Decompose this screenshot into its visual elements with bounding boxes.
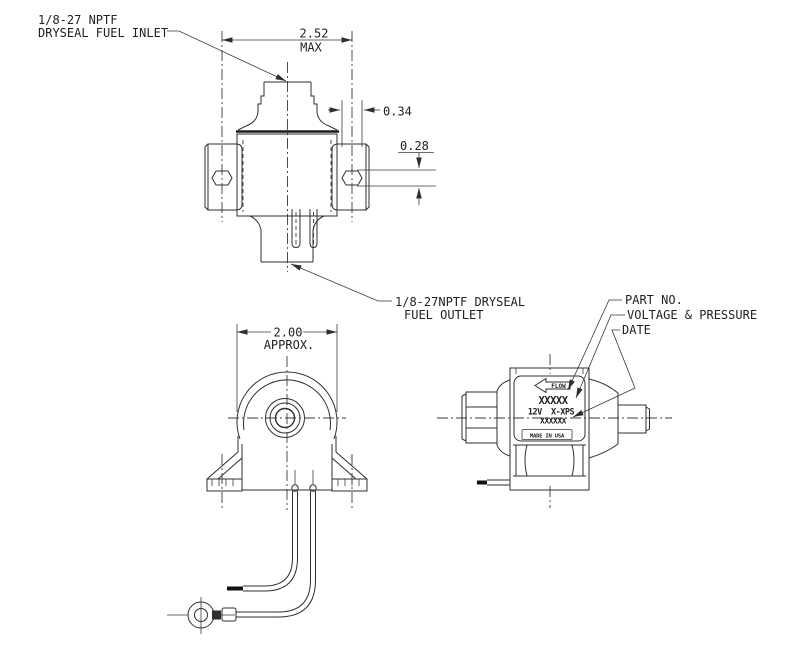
dim-028-value: 0.28 [400, 139, 429, 153]
side-right-fitting [588, 378, 650, 459]
side-left-fitting [461, 379, 511, 457]
part-no-label: PART NO. [625, 293, 683, 307]
inlet-fitting [236, 81, 339, 133]
dim-252-qualifier: MAX [300, 41, 322, 55]
pump-body-top [236, 133, 338, 217]
terminal-right [309, 484, 317, 492]
dim-034-value: 0.34 [383, 105, 412, 119]
outlet-fitting [249, 215, 325, 263]
inlet-label-line2: DRYSEAL FUEL INLET [38, 26, 168, 40]
nameplate-date-code: XXXXXX [540, 417, 567, 426]
dimension-terminal-width: 0.34 [328, 105, 412, 119]
wire-harness [167, 470, 317, 634]
dim-252-value: 2.52 [300, 27, 329, 41]
outlet-label-line1: 1/8-27NPTF DRYSEAL [395, 295, 525, 309]
nameplate-flow: FLOW [551, 383, 566, 390]
nameplate: FLOW XXXXX 12V X-XPS XXXXXX MADE IN USA [513, 375, 586, 442]
nameplate-part-number: XXXXX [538, 395, 568, 407]
date-leader [572, 329, 636, 418]
mounting-feet [206, 454, 368, 508]
left-foot-hatch [211, 479, 234, 486]
nameplate-origin: MADE IN USA [530, 434, 565, 440]
front-view: 2.00 APPROX. [167, 324, 368, 634]
dim-200-value: 2.00 [274, 326, 303, 340]
pump-body-side [509, 367, 590, 491]
side-wire [487, 479, 510, 486]
left-bracket [204, 143, 243, 211]
hex-facets-left [466, 406, 497, 429]
inlet-leader [167, 30, 287, 82]
right-foot-hatch [337, 479, 360, 486]
dim-200-qualifier: APPROX. [264, 338, 315, 352]
outlet-label-line2: FUEL OUTLET [404, 308, 483, 322]
side-view: FLOW XXXXX 12V X-XPS XXXXXX MADE IN USA [437, 354, 672, 508]
nameplate-outline [513, 375, 586, 442]
center-boss [228, 356, 346, 510]
right-bracket [331, 100, 370, 211]
part-no-leader [567, 299, 622, 391]
right-hex-hole [341, 170, 363, 186]
nameplate-voltage-model: 12V X-XPS [528, 408, 575, 418]
crimp-ferrule [221, 607, 237, 622]
housing-outer-arc [236, 371, 338, 440]
date-label: DATE [622, 323, 651, 337]
dimension-overall-width: 2.52 MAX [222, 27, 352, 55]
left-hex-hole [211, 170, 233, 186]
inlet-label-line1: 1/8-27 NPTF [38, 13, 117, 27]
top-view: 2.52 MAX 0.34 0.28 [204, 27, 436, 272]
side-bottom-bracket [477, 444, 586, 486]
voltage-pressure-leader [575, 314, 625, 399]
dimension-slot-height: 0.28 [357, 139, 436, 205]
terminal-left [291, 484, 299, 492]
dimension-body-width: 2.00 APPROX. [236, 324, 338, 412]
inlet-callout: 1/8-27 NPTF DRYSEAL FUEL INLET [38, 13, 287, 82]
voltage-pressure-label: VOLTAGE & PRESSURE [627, 308, 757, 322]
origin-box [521, 429, 573, 440]
outlet-callout: 1/8-27NPTF DRYSEAL FUEL OUTLET [290, 263, 525, 322]
outlet-leader [290, 263, 392, 302]
nameplate-callouts: PART NO. VOLTAGE & PRESSURE DATE [567, 293, 757, 418]
